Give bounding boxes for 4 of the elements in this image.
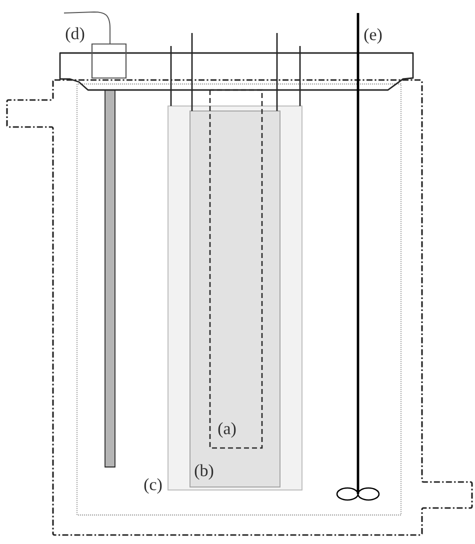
callout-label: (a) <box>218 422 236 438</box>
lid <box>59 52 414 91</box>
callout-label: (c) <box>144 478 162 494</box>
callout-label: (b) <box>194 464 214 480</box>
